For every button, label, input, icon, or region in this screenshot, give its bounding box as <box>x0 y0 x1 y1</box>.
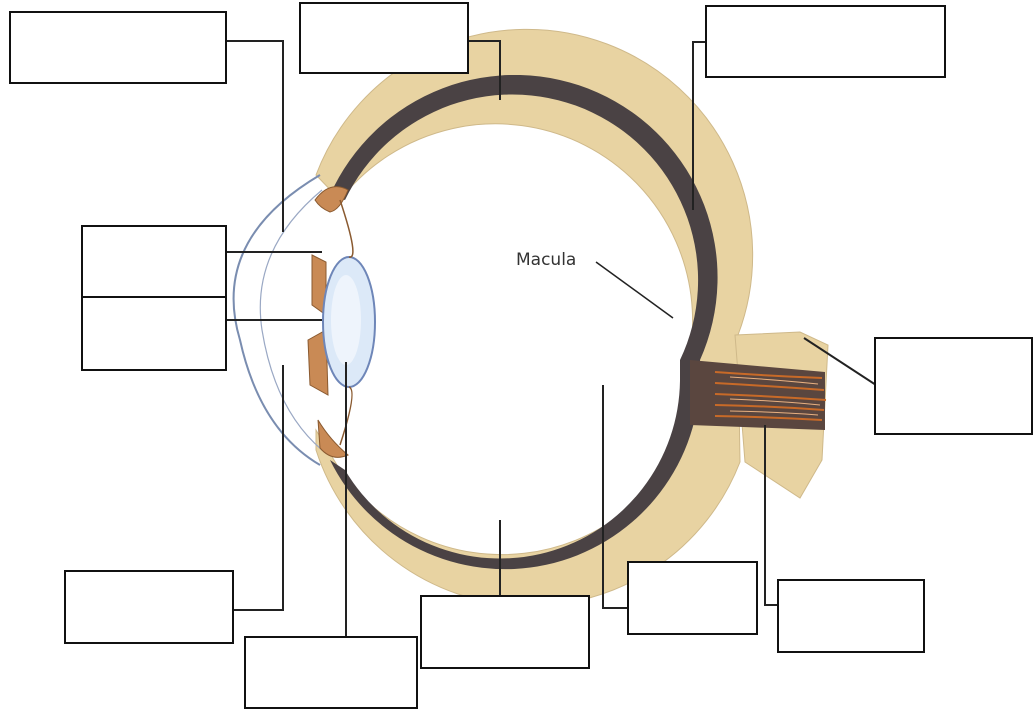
macula-label: Macula <box>516 250 576 270</box>
label-box-bottom-left[interactable] <box>64 570 234 644</box>
label-box-bottom-right[interactable] <box>777 579 925 653</box>
label-box-left-lower[interactable] <box>81 296 227 371</box>
macula-leader <box>596 262 673 318</box>
label-box-top-right[interactable] <box>705 5 946 78</box>
label-box-bottom-center-left[interactable] <box>244 636 418 709</box>
label-box-top-left[interactable] <box>9 11 227 84</box>
label-box-bottom-center[interactable] <box>420 595 590 669</box>
label-box-bottom-center-right[interactable] <box>627 561 758 635</box>
optic-nerve <box>690 360 826 430</box>
label-box-left-upper[interactable] <box>81 225 227 298</box>
label-box-right-middle[interactable] <box>874 337 1033 435</box>
lens-highlight <box>331 275 361 365</box>
label-box-top-center[interactable] <box>299 2 469 74</box>
